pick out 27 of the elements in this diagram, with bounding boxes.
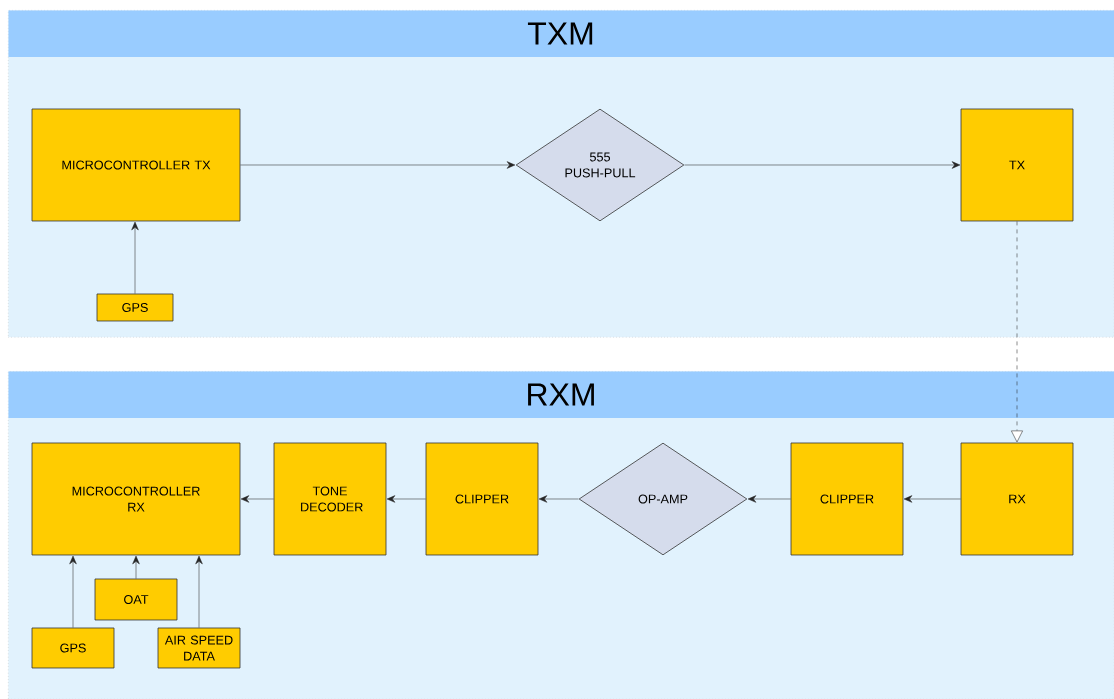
diamond-block: OP-AMP <box>578 442 748 556</box>
process-box: CLIPPER <box>790 442 904 556</box>
arrow <box>1011 221 1023 443</box>
process-box: RX <box>960 442 1074 556</box>
lane-title: TXM <box>527 22 593 45</box>
arrow <box>131 221 139 294</box>
lane-title: RXM <box>528 383 594 406</box>
arrow <box>195 555 203 628</box>
diamond-block: 555 PUSH-PULL <box>515 108 685 222</box>
arrow <box>132 555 140 579</box>
arrow <box>903 495 961 503</box>
arrow <box>240 161 516 169</box>
arrow <box>69 555 77 628</box>
process-box: TONE DECODER <box>273 442 387 556</box>
arrow <box>386 495 426 503</box>
arrow <box>684 161 961 169</box>
process-box: GPS <box>31 627 115 669</box>
arrow <box>538 495 579 503</box>
process-box: MICROCONTROLLER RX <box>31 442 241 556</box>
process-box: OAT <box>94 578 178 621</box>
arrow <box>747 495 791 503</box>
process-box: MICROCONTROLLER TX <box>31 108 241 222</box>
process-box: AIR SPEED DATA <box>157 627 241 669</box>
arrow <box>240 495 274 503</box>
process-box: GPS <box>96 293 174 322</box>
process-box: TX <box>960 108 1074 222</box>
process-box: CLIPPER <box>425 442 539 556</box>
